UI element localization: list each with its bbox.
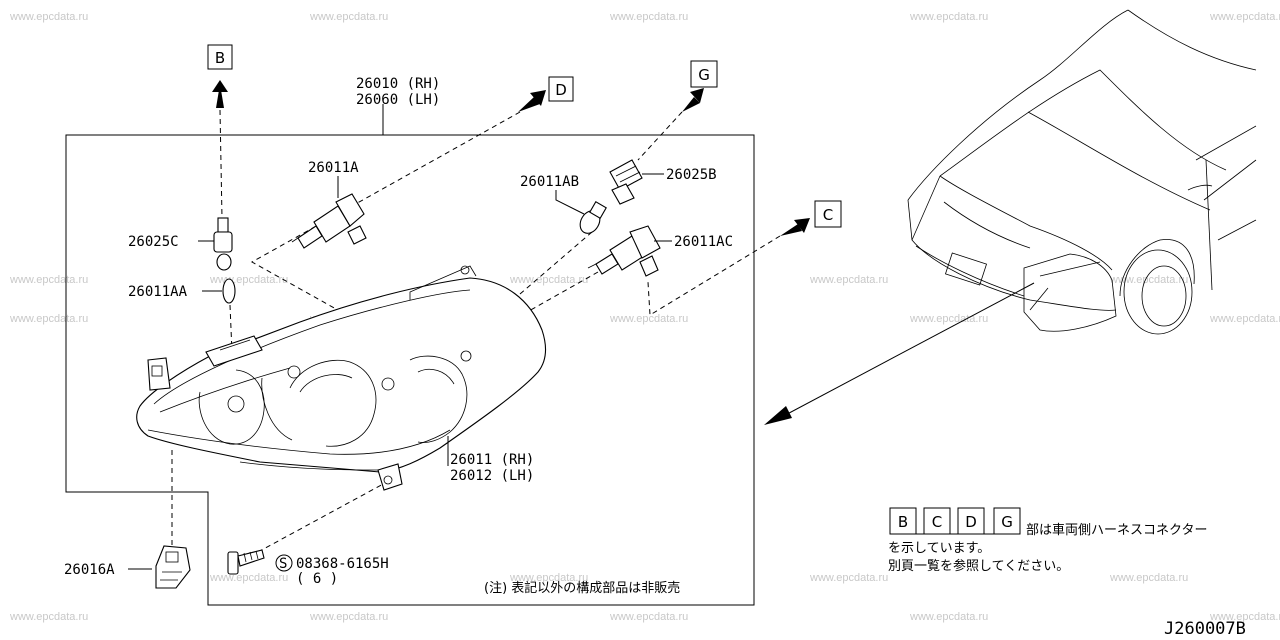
- watermark: www.epcdata.ru: [1109, 572, 1188, 584]
- connector-ref-d: D: [548, 76, 574, 102]
- watermark: www.epcdata.ru: [509, 274, 588, 286]
- bulb-26011ac: [587, 225, 661, 277]
- watermark: www.epcdata.ru: [1109, 274, 1188, 286]
- watermark: www.epcdata.ru: [609, 611, 688, 623]
- part-label-26011ac: 26011AC: [674, 234, 733, 250]
- svg-text:B: B: [898, 513, 908, 531]
- screw-08368: [227, 549, 265, 575]
- watermark: www.epcdata.ru: [609, 11, 688, 23]
- part-label-26010: 26010 (RH): [356, 76, 440, 92]
- connector-line-c: [647, 235, 781, 316]
- headlamp-assembly: [136, 265, 547, 491]
- watermark: www.epcdata.ru: [209, 572, 288, 584]
- svg-text:D: D: [555, 81, 567, 99]
- watermark: www.epcdata.ru: [1209, 11, 1280, 23]
- part-label-26025c: 26025C: [128, 234, 179, 250]
- connector-line-screw: [257, 482, 386, 553]
- watermark: www.epcdata.ru: [309, 611, 388, 623]
- assembly-frame: [65, 134, 755, 606]
- bulb-26011a: [291, 193, 367, 249]
- watermark: www.epcdata.ru: [1209, 313, 1280, 325]
- legend-box-c: C: [923, 507, 951, 535]
- watermark: www.epcdata.ru: [9, 611, 88, 623]
- socket-26025b: [609, 159, 643, 205]
- vehicle-pointer-line: [775, 282, 1035, 421]
- connector-line-g: [637, 111, 683, 161]
- watermark: www.epcdata.ru: [509, 572, 588, 584]
- connector-line-b: [219, 109, 223, 219]
- part-label-26011aa: 26011AA: [128, 284, 188, 300]
- vehicle-pointer-arrowhead: [764, 406, 792, 425]
- legend-box-b: B: [889, 507, 917, 535]
- part-label-screw-qty: ( 6 ): [296, 571, 338, 587]
- part-label-26011: 26011 (RH): [450, 452, 534, 468]
- watermark: www.epcdata.ru: [9, 11, 88, 23]
- legend-box-d: D: [957, 507, 985, 535]
- diagram-code: J260007B: [1164, 619, 1246, 639]
- part-label-26060: 26060 (LH): [356, 92, 440, 108]
- svg-text:D: D: [965, 513, 977, 531]
- part-label-26011a: 26011A: [308, 160, 359, 176]
- screw-symbol-circle: [275, 554, 293, 572]
- arrow-to-d: [518, 90, 546, 112]
- legend-text-line1: 部は車両側ハーネスコネクター: [1026, 523, 1207, 538]
- svg-text:B: B: [215, 49, 225, 67]
- bracket-26016a: [155, 545, 191, 589]
- legend-text-line3: 別頁一覧を参照してください。: [888, 558, 1069, 574]
- arrow-to-b: [212, 80, 228, 108]
- watermark: www.epcdata.ru: [909, 313, 988, 325]
- watermark: www.epcdata.ru: [809, 572, 888, 584]
- bulb-26011aa: [222, 278, 236, 304]
- socket-26025c: [213, 217, 233, 271]
- part-label-26011ab: 26011AB: [520, 174, 579, 190]
- watermark: www.epcdata.ru: [9, 313, 88, 325]
- part-label-26016a: 26016A: [64, 562, 115, 578]
- connector-ref-b: B: [207, 44, 233, 70]
- vehicle-front-sketch: [907, 9, 1257, 335]
- part-label-26025b: 26025B: [666, 167, 717, 183]
- svg-text:C: C: [932, 513, 942, 531]
- svg-text:C: C: [823, 206, 833, 224]
- screw-symbol: S: [279, 556, 287, 572]
- svg-text:G: G: [698, 66, 710, 84]
- connector-ref-g: G: [690, 60, 718, 88]
- leader-26011ab: [555, 190, 585, 215]
- connector-line-d: [250, 111, 521, 329]
- arrow-to-g: [682, 88, 704, 112]
- watermark: www.epcdata.ru: [809, 274, 888, 286]
- watermark: www.epcdata.ru: [909, 11, 988, 23]
- connector-ref-c: C: [814, 200, 842, 228]
- legend-text-line2: を示しています。: [888, 541, 990, 556]
- watermark: www.epcdata.ru: [1209, 611, 1280, 623]
- watermark: www.epcdata.ru: [9, 274, 88, 286]
- legend-box-g: G: [993, 507, 1021, 535]
- part-label-08368: 08368-6165H: [296, 556, 389, 572]
- footnote-not-sold: (注) 表記以外の構成部品は非販売: [484, 580, 680, 596]
- svg-text:G: G: [1001, 513, 1013, 531]
- watermark: www.epcdata.ru: [909, 611, 988, 623]
- part-label-26012: 26012 (LH): [450, 468, 534, 484]
- arrow-to-c: [780, 218, 810, 236]
- bulb-26011ab: [579, 201, 607, 234]
- watermark: www.epcdata.ru: [609, 313, 688, 325]
- watermark: www.epcdata.ru: [309, 11, 388, 23]
